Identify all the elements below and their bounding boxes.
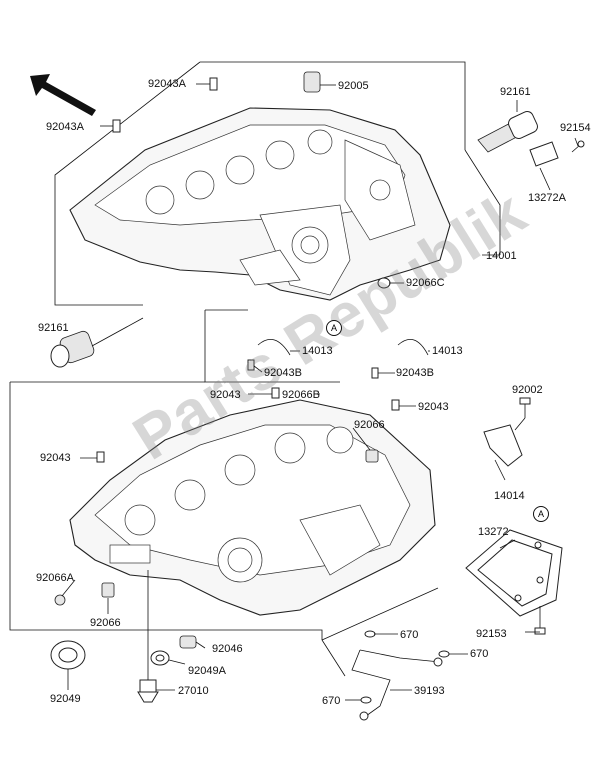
label-92043A-left: 92043A [46,121,84,133]
front-direction-arrow-icon [30,74,96,116]
part-27010-switch [137,679,159,703]
part-92066-lower-plug [101,582,115,598]
label-670-a: 670 [400,629,419,641]
part-92002-bolt [519,397,531,418]
label-92049A: 92049A [188,665,226,677]
label-92066: 92066 [354,419,385,431]
part-670-oring-a [364,630,376,638]
label-92043B-left: 92043B [264,367,302,379]
label-92066C: 92066C [406,277,445,289]
label-92043A-top: 92043A [148,78,186,90]
part-92066C-plug [377,277,391,289]
part-92066A-plug [54,594,66,606]
label-92043-a: 92043 [210,389,241,401]
label-92002: 92002 [512,384,543,396]
label-92043-c: 92043 [40,452,71,464]
callout-a-cover: A [533,506,549,522]
part-92043-dowel-a [271,387,280,399]
label-92005: 92005 [338,80,369,92]
part-92161-top-damper [477,111,538,153]
lower-crankcase [69,399,436,616]
part-92043-dowel-c [96,451,105,463]
label-14013-left: 14013 [302,345,333,357]
label-13272A: 13272A [528,192,566,204]
part-14013-right-seal [397,338,429,356]
part-92043B-left-dowel [247,359,255,371]
label-92066A: 92066A [36,572,74,584]
part-92049A-seal [150,650,170,666]
label-92153: 92153 [476,628,507,640]
part-14014-cover [483,424,523,467]
label-92066-low: 92066 [90,617,121,629]
label-670-c: 670 [322,695,341,707]
part-14013-left-seal [257,338,291,356]
part-92161-left-damper [50,330,95,368]
part-92043B-right-dowel [371,367,379,379]
part-92153-bolt [534,612,546,635]
callout-a-upper: A [326,320,342,336]
part-670-oring-b [438,650,450,658]
label-92066B: 92066B [282,389,320,401]
part-670-oring-c [360,696,372,704]
label-27010: 27010 [178,685,209,697]
upper-crankcase [69,107,451,301]
part-13272A-plate [529,141,559,167]
part-92049-oil-seal [50,640,86,670]
part-39193-oil-pipe [351,649,443,721]
label-14013-right: 14013 [432,345,463,357]
label-92043B-right: 92043B [396,367,434,379]
part-92043A-dowel-left [112,119,121,133]
label-92043-b: 92043 [418,401,449,413]
leader-lines [61,83,579,701]
label-670-b: 670 [470,648,489,660]
part-92005-plug [303,71,321,93]
part-92043-dowel-b [391,399,400,411]
label-39193: 39193 [414,685,445,697]
upper-case-frame [54,61,501,383]
label-14001: 14001 [486,250,517,262]
part-92043A-dowel-top [209,77,218,91]
label-92154: 92154 [560,122,591,134]
part-92066-plug [365,449,379,463]
part-92154-bolt [571,140,585,153]
label-92161-top: 92161 [500,86,531,98]
label-92049: 92049 [50,693,81,705]
part-92046-collar [179,635,197,649]
label-92161-left: 92161 [38,322,69,334]
label-14014: 14014 [494,490,525,502]
label-13272: 13272 [478,526,509,538]
label-92046: 92046 [212,643,243,655]
lower-case-frame [9,381,439,677]
part-13272-oil-pan-cover [465,529,563,617]
